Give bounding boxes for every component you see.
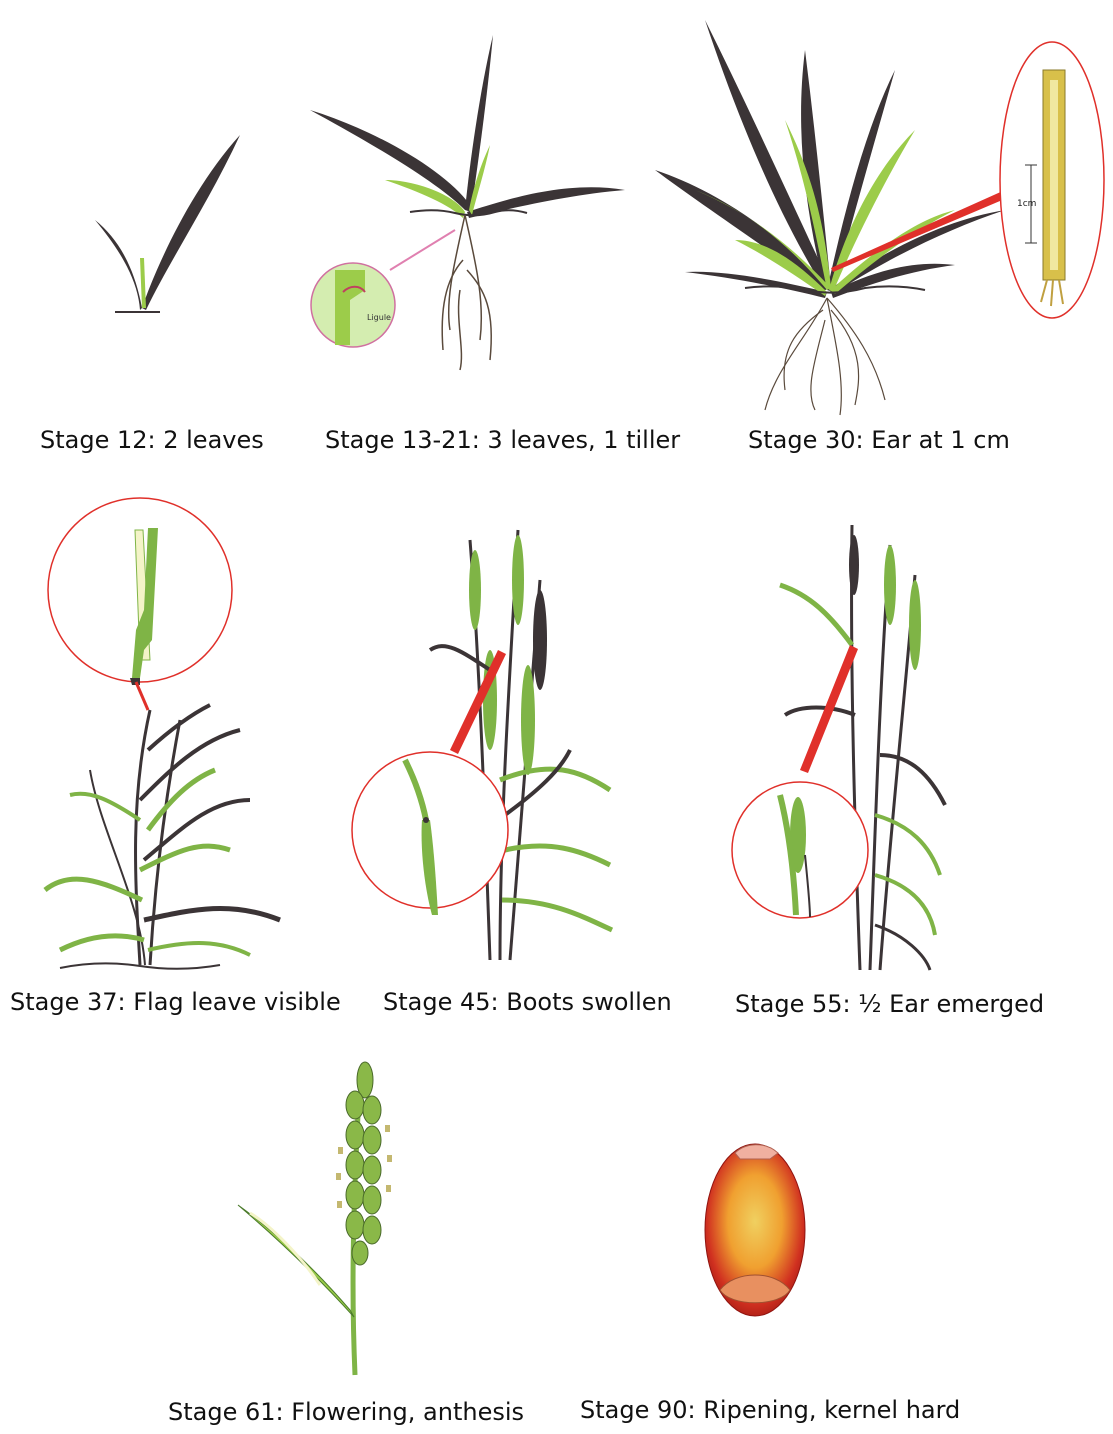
stage-13-21-illustration: Ligule [305, 30, 625, 390]
stage-37-caption: Stage 37: Flag leave visible [10, 988, 341, 1016]
one-cm-label: 1cm [1017, 199, 1036, 209]
stage-37-illustration [40, 500, 290, 980]
stage-12-caption: Stage 12: 2 leaves [40, 426, 264, 454]
stage-61-illustration [230, 1055, 400, 1380]
stage-61-caption: Stage 61: Flowering, anthesis [168, 1398, 524, 1426]
stage-90-illustration [700, 1135, 810, 1320]
stage-45-illustration [350, 520, 620, 960]
stage-12-illustration [80, 130, 260, 330]
ligule-label: Ligule [367, 313, 391, 322]
stage-13-21-caption: Stage 13-21: 3 leaves, 1 tiller [325, 426, 680, 454]
stage-55-illustration [730, 515, 960, 975]
stage-90-caption: Stage 90: Ripening, kernel hard [580, 1396, 960, 1424]
stage-45-caption: Stage 45: Boots swollen [383, 988, 672, 1016]
stage-55-caption: Stage 55: ½ Ear emerged [735, 990, 1044, 1018]
stage-30-caption: Stage 30: Ear at 1 cm [748, 426, 1010, 454]
stage-30-illustration: 1cm [655, 10, 1110, 420]
